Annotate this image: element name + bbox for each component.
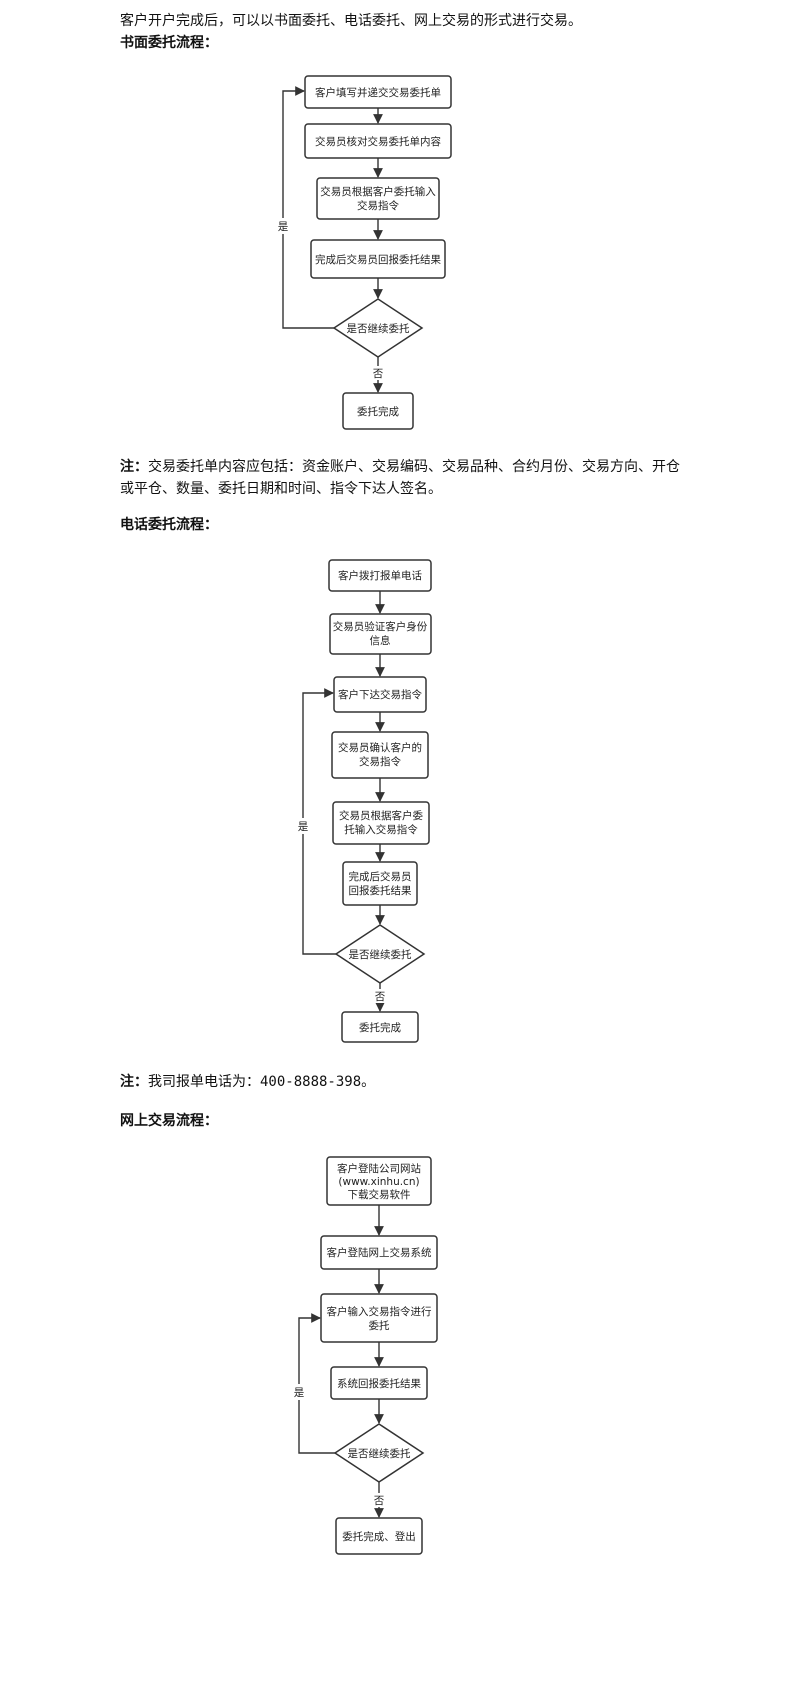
phone-step-2-label-line2: 信息 bbox=[370, 634, 391, 647]
phone-step-4-label-line2: 交易指令 bbox=[359, 755, 401, 768]
written-yes-label-bg bbox=[276, 218, 290, 234]
written-loop-arrow bbox=[282, 86, 334, 329]
online-end-label: 委托完成、登出 bbox=[342, 1530, 416, 1543]
written-step-4-label: 完成后交易员回报委托结果 bbox=[315, 253, 441, 266]
phone-step-1-label: 客户拨打报单电话 bbox=[338, 569, 422, 582]
phone-step-5-label-line2: 托输入交易指令 bbox=[344, 823, 418, 836]
phone-step-3-label: 客户下达交易指令 bbox=[338, 688, 422, 701]
online-no-label: 否 bbox=[374, 1495, 385, 1507]
phone-yes-label: 是 bbox=[298, 821, 309, 833]
written-note: 注：交易委托单内容应包括：资金账户、交易编码、交易品种、合约月份、交易方向、开仓… bbox=[120, 456, 680, 500]
phone-step-6-label-line2: 回报委托结果 bbox=[349, 884, 412, 897]
written-note-label: 注： bbox=[120, 459, 148, 475]
online-yes-label-bg bbox=[292, 1384, 306, 1400]
phone-heading: 电话委托流程： bbox=[120, 517, 218, 533]
written-step-2-label: 交易员核对交易委托单内容 bbox=[315, 135, 441, 148]
written-end-box bbox=[342, 392, 414, 430]
online-step-3-label-line1: 客户输入交易指令进行 bbox=[327, 1305, 432, 1318]
intro-text: 客户开户完成后，可以以书面委托、电话委托、网上交易的形式进行交易。 bbox=[120, 13, 582, 29]
phone-step-2-label-line1: 交易员验证客户身份 bbox=[333, 620, 428, 633]
phone-end-box bbox=[341, 1011, 419, 1043]
written-no-label: 否 bbox=[373, 368, 384, 380]
online-decision-label: 是否继续委托 bbox=[348, 1447, 411, 1460]
online-no-label-bg bbox=[372, 1493, 386, 1507]
written-step-3-label-line1: 交易员根据客户委托输入 bbox=[320, 185, 436, 198]
online-end-box bbox=[335, 1517, 423, 1555]
written-flowchart: 客户填写并递交交易委托单 交易员核对交易委托单内容 交易员根据客户委托输入 交易… bbox=[276, 75, 452, 430]
phone-step-5-label-line1: 交易员根据客户委 bbox=[339, 809, 423, 822]
written-step-1-label: 客户填写并递交交易委托单 bbox=[315, 86, 441, 99]
phone-note-number: 400-8888-398 bbox=[260, 1074, 362, 1090]
online-step-4-label: 系统回报委托结果 bbox=[337, 1377, 421, 1390]
phone-note-suffix: 。 bbox=[361, 1074, 376, 1090]
online-step-1-label-line3: 下载交易软件 bbox=[348, 1188, 411, 1201]
online-heading: 网上交易流程： bbox=[120, 1113, 218, 1129]
written-yes-label: 是 bbox=[278, 221, 289, 233]
phone-flowchart: 客户拨打报单电话 交易员验证客户身份 信息 客户下达交易指令 交易员确认客户的 … bbox=[296, 559, 432, 1043]
phone-yes-label-bg bbox=[296, 818, 310, 834]
phone-note: 注：我司报单电话为：400-8888-398。 bbox=[120, 1071, 375, 1093]
phone-no-label-bg bbox=[373, 989, 387, 1003]
written-step-3-label-line2: 交易指令 bbox=[357, 199, 399, 212]
phone-step-6-label-line1: 完成后交易员 bbox=[349, 870, 412, 883]
phone-no-label: 否 bbox=[375, 991, 386, 1003]
phone-step-5-box bbox=[332, 801, 430, 845]
online-step-2-label: 客户登陆网上交易系统 bbox=[327, 1246, 432, 1259]
online-step-1-label-line2: (www.xinhu.cn) bbox=[338, 1176, 419, 1188]
phone-step-4-label-line1: 交易员确认客户的 bbox=[338, 741, 422, 754]
online-step-3-label-line2: 委托 bbox=[369, 1319, 390, 1332]
written-note-text: 交易委托单内容应包括：资金账户、交易编码、交易品种、合约月份、交易方向、开仓或平… bbox=[120, 459, 680, 497]
online-yes-label: 是 bbox=[294, 1387, 305, 1399]
phone-decision-label: 是否继续委托 bbox=[349, 948, 412, 961]
written-end-label: 委托完成 bbox=[357, 405, 399, 418]
written-heading: 书面委托流程： bbox=[120, 35, 218, 51]
online-step-1-label-line1: 客户登陆公司网站 bbox=[337, 1162, 421, 1175]
phone-note-label: 注： bbox=[120, 1074, 148, 1090]
written-decision-label: 是否继续委托 bbox=[347, 322, 410, 335]
phone-end-label: 委托完成 bbox=[359, 1021, 401, 1034]
phone-note-text: 我司报单电话为： bbox=[148, 1074, 260, 1090]
written-no-label-bg bbox=[371, 366, 385, 380]
online-step-3-box bbox=[320, 1293, 438, 1343]
